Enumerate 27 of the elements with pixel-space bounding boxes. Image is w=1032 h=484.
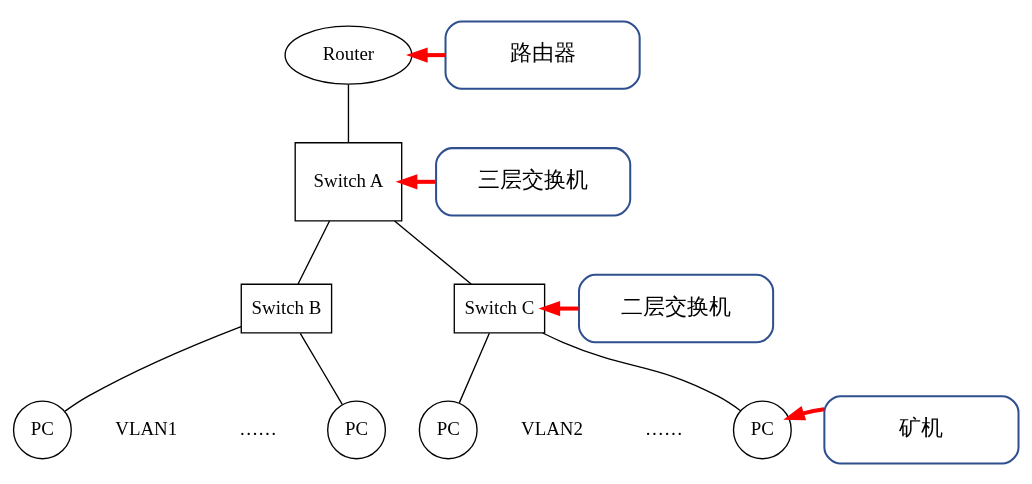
connector bbox=[64, 325, 242, 412]
connector bbox=[393, 219, 472, 285]
node-box: 三层交换机 bbox=[435, 146, 632, 217]
node-box: Switch C bbox=[453, 283, 546, 333]
node-box: 二层交换机 bbox=[578, 273, 775, 343]
node-circle: PC bbox=[12, 399, 72, 459]
label: VLAN1 bbox=[115, 417, 178, 439]
node-ellipse: Router bbox=[284, 24, 413, 85]
node-circle: PC bbox=[327, 399, 387, 459]
connector bbox=[542, 331, 742, 411]
node-box: Switch A bbox=[294, 141, 403, 222]
label: VLAN2 bbox=[521, 417, 583, 439]
connector bbox=[458, 332, 490, 404]
node-circle: PC bbox=[732, 399, 792, 459]
connector bbox=[347, 83, 350, 143]
label: …… bbox=[239, 417, 277, 439]
node-box: 路由器 bbox=[444, 19, 641, 90]
arrow bbox=[406, 47, 446, 63]
arrow bbox=[395, 173, 436, 189]
label: …… bbox=[645, 417, 683, 439]
node-circle: PC bbox=[418, 399, 478, 459]
connector bbox=[299, 332, 343, 405]
node-box: 矿机 bbox=[823, 394, 1020, 465]
arrow bbox=[783, 405, 825, 420]
connector bbox=[297, 219, 331, 285]
arrow bbox=[538, 300, 579, 316]
node-box: Switch B bbox=[240, 283, 333, 333]
